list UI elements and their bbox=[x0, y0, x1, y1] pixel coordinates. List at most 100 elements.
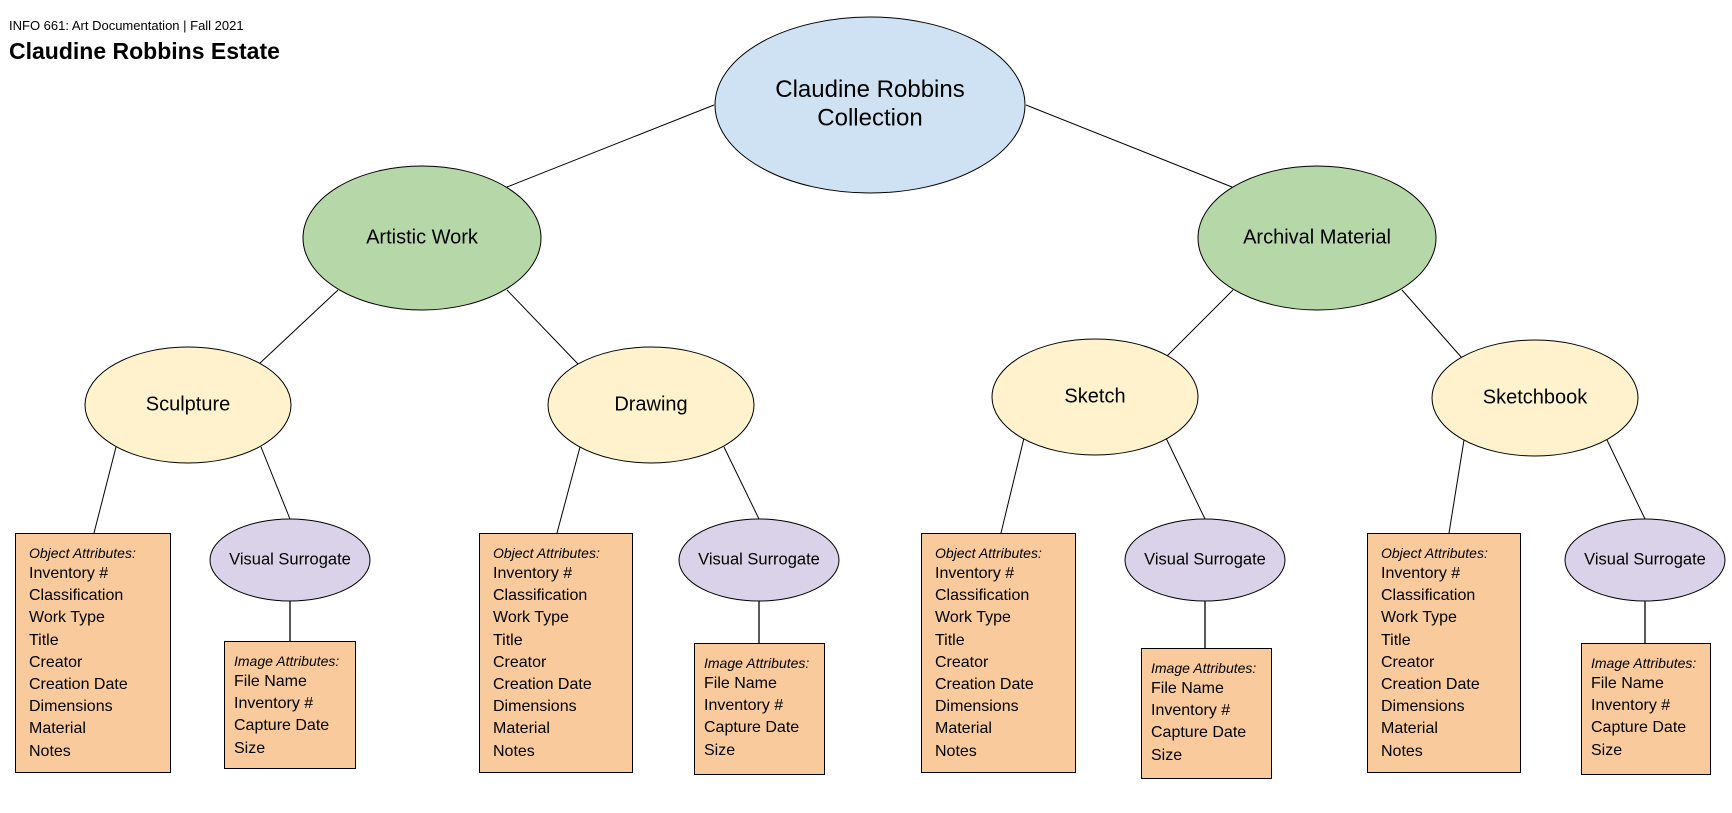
attribute-item: Size bbox=[704, 741, 736, 759]
attribute-item: Notes bbox=[1381, 742, 1423, 760]
attribute-item: Material bbox=[493, 720, 550, 738]
type-node-sketch-label: Sketch bbox=[1064, 385, 1125, 407]
type-node-sculpture-shape bbox=[84, 346, 292, 464]
course-subtitle: INFO 661: Art Documentation | Fall 2021 bbox=[9, 18, 244, 33]
edge-sculpture-to-visual-surrogate bbox=[260, 446, 291, 520]
attribute-item: Notes bbox=[29, 742, 71, 760]
attribute-item: Work Type bbox=[1381, 609, 1457, 627]
image-attributes-box-sketchbook-heading: Image Attributes: bbox=[1591, 655, 1697, 671]
attribute-item: Notes bbox=[493, 742, 535, 760]
attribute-item: Work Type bbox=[493, 609, 569, 627]
attribute-item: Capture Date bbox=[1591, 719, 1687, 737]
attribute-item: Dimensions bbox=[1381, 698, 1465, 716]
page-title: Claudine Robbins Estate bbox=[9, 38, 280, 64]
object-attributes-box-sketch-heading: Object Attributes: bbox=[935, 545, 1042, 561]
category-node-artistic-work: Artistic Work bbox=[302, 165, 542, 311]
attribute-item: File Name bbox=[234, 673, 307, 690]
object-attributes-box-sketch: Object Attributes: Inventory # Classificat… bbox=[921, 533, 1076, 773]
attribute-item: Size bbox=[1591, 741, 1623, 759]
root-node-claudine-robbins-collection-label: Claudine Robbins bbox=[775, 76, 964, 103]
visual-surrogate-node-sketchbook-label: Visual Surrogate bbox=[1584, 550, 1706, 568]
type-node-sketch: Sketch bbox=[991, 338, 1199, 456]
object-attributes-box-sculpture-heading: Object Attributes: bbox=[29, 545, 136, 561]
type-node-sculpture-label: Sculpture bbox=[146, 393, 231, 415]
attribute-item: Material bbox=[29, 720, 86, 738]
type-node-drawing-label: Drawing bbox=[614, 393, 687, 415]
attribute-item: Size bbox=[234, 739, 266, 757]
attribute-item: Work Type bbox=[935, 609, 1011, 627]
attribute-item: Title bbox=[935, 631, 965, 649]
attribute-item: Creation Date bbox=[29, 676, 128, 694]
visual-surrogate-node-sculpture-label: Visual Surrogate bbox=[229, 550, 351, 568]
attribute-item: Capture Date bbox=[234, 717, 330, 735]
attribute-item: Creation Date bbox=[1381, 676, 1480, 694]
object-attributes-box-drawing-heading: Object Attributes: bbox=[493, 545, 600, 561]
type-node-drawing: Drawing bbox=[547, 346, 755, 464]
type-node-drawing-shape bbox=[547, 346, 755, 464]
type-node-sketch-shape bbox=[991, 338, 1199, 456]
edge-artistic-work-to-drawing bbox=[506, 289, 579, 365]
attribute-item: Classification bbox=[935, 587, 1030, 605]
image-attributes-box-sketch-heading: Image Attributes: bbox=[1151, 660, 1257, 676]
type-node-sketchbook: Sketchbook bbox=[1431, 339, 1639, 457]
visual-surrogate-node-sketchbook: Visual Surrogate bbox=[1564, 518, 1726, 602]
attribute-item: Creator bbox=[29, 653, 83, 671]
attribute-item: Inventory # bbox=[935, 565, 1015, 582]
attribute-item: Dimensions bbox=[29, 698, 113, 716]
visual-surrogate-node-sketchbook-shape bbox=[1564, 518, 1726, 602]
type-node-sketchbook-shape bbox=[1431, 339, 1639, 457]
attribute-item: Classification bbox=[493, 587, 588, 605]
attribute-item: Classification bbox=[1381, 587, 1476, 605]
attribute-item: Dimensions bbox=[493, 698, 577, 716]
visual-surrogate-node-sculpture-shape bbox=[209, 518, 371, 602]
attribute-item: Inventory # bbox=[29, 565, 109, 582]
edge-archival-material-to-sketch bbox=[1165, 289, 1234, 358]
attribute-item: Inventory # bbox=[234, 695, 314, 713]
attribute-item: Work Type bbox=[29, 609, 105, 627]
attribute-item: Dimensions bbox=[935, 698, 1019, 716]
category-node-archival-material-shape bbox=[1197, 165, 1437, 311]
edge-drawing-to-visual-surrogate bbox=[723, 446, 760, 520]
edge-artistic-work-to-sculpture bbox=[258, 289, 339, 365]
category-node-artistic-work-label: Artistic Work bbox=[366, 226, 479, 248]
root-node-claudine-robbins-collection-shape bbox=[714, 16, 1026, 194]
attribute-item: Creation Date bbox=[493, 676, 592, 694]
visual-surrogate-node-sketch: Visual Surrogate bbox=[1124, 518, 1286, 602]
attribute-item: File Name bbox=[704, 675, 777, 692]
attribute-item: Capture Date bbox=[704, 719, 800, 737]
attribute-item: Inventory # bbox=[704, 697, 784, 715]
image-attributes-box-sculpture-heading: Image Attributes: bbox=[234, 653, 340, 669]
category-node-artistic-work-shape bbox=[302, 165, 542, 311]
attribute-item: Inventory # bbox=[1381, 565, 1461, 582]
attribute-item: Capture Date bbox=[1151, 724, 1247, 742]
visual-surrogate-node-sculpture: Visual Surrogate bbox=[209, 518, 371, 602]
type-node-sculpture: Sculpture bbox=[84, 346, 292, 464]
object-attributes-box-sketchbook-heading: Object Attributes: bbox=[1381, 545, 1488, 561]
visual-surrogate-node-drawing-shape bbox=[678, 518, 840, 602]
edge-root-to-archival-material bbox=[1025, 104, 1233, 188]
attribute-item: Title bbox=[29, 631, 59, 649]
attribute-item: Classification bbox=[29, 587, 124, 605]
attribute-item: Creator bbox=[935, 653, 989, 671]
object-attributes-box-drawing: Object Attributes: Inventory # Classificat… bbox=[479, 533, 633, 773]
attribute-item: Inventory # bbox=[1151, 702, 1231, 720]
attribute-item: Creation Date bbox=[935, 676, 1034, 694]
visual-surrogate-node-sketch-label: Visual Surrogate bbox=[1144, 550, 1266, 568]
attribute-item: Title bbox=[1381, 631, 1411, 649]
edge-sketchbook-to-visual-surrogate bbox=[1606, 439, 1646, 520]
type-node-sketchbook-label: Sketchbook bbox=[1483, 386, 1589, 408]
edge-sketch-to-visual-surrogate bbox=[1165, 437, 1206, 520]
attribute-item: Inventory # bbox=[1591, 697, 1671, 715]
visual-surrogate-node-sketch-shape bbox=[1124, 518, 1286, 602]
object-attributes-box-sketchbook: Object Attributes: Inventory # Classificat… bbox=[1367, 533, 1521, 773]
edge-sculpture-to-object-attributes bbox=[93, 446, 117, 534]
attribute-item: Creator bbox=[493, 653, 547, 671]
attribute-item: Inventory # bbox=[493, 565, 573, 582]
edge-root-to-artistic-work bbox=[506, 104, 715, 188]
